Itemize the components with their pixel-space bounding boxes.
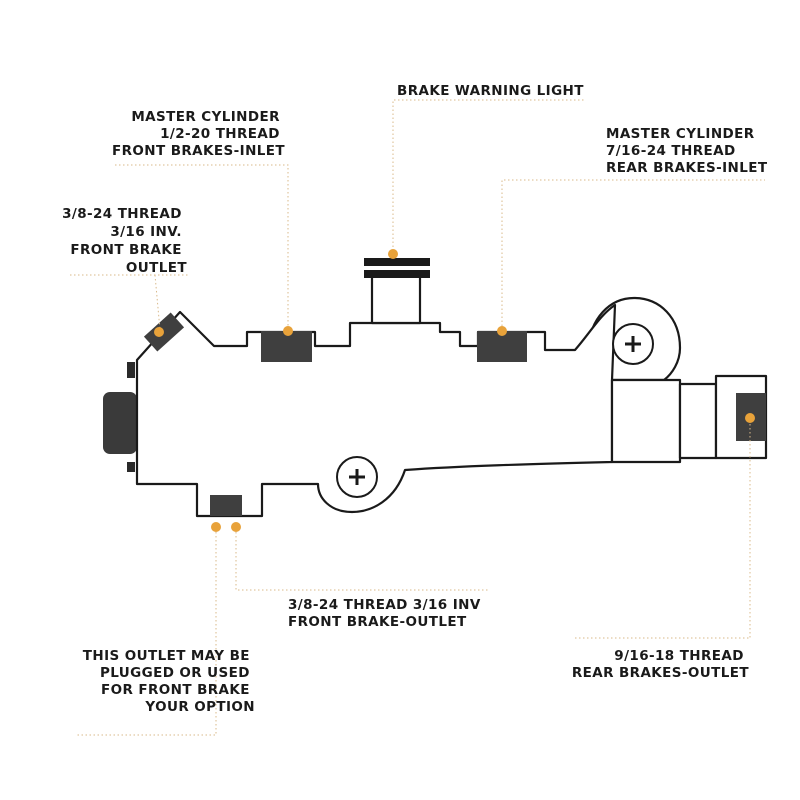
- label-brake-warning-light: BRAKE WARNING LIGHT: [397, 83, 584, 99]
- marker-optional-outlet: [211, 522, 221, 532]
- rear-fitting-body: [610, 378, 682, 464]
- leader-front-outlet-left-b: [154, 274, 161, 331]
- label-master-front: MASTER CYLINDER 1/2-20 THREAD FRONT BRAK…: [112, 109, 285, 159]
- marker-front-outlet-bottom: [231, 522, 241, 532]
- label-front-outlet-bottom: 3/8-24 THREAD 3/16 INV FRONT BRAKE-OUTLE…: [288, 597, 486, 630]
- master-front-inlet-port: [261, 331, 312, 362]
- left-end-nub-top: [127, 362, 135, 378]
- rear-fitting-collar: [678, 382, 718, 460]
- leader-master-front: [115, 164, 289, 330]
- front-outlet-bottom-port: [210, 495, 242, 516]
- label-optional-outlet: THIS OUTLET MAY BE PLUGGED OR USED FOR F…: [83, 648, 255, 715]
- warning-switch-cap-top: [364, 258, 430, 266]
- plus-screw-icon: [336, 456, 378, 498]
- warning-switch-cap-bottom: [364, 270, 430, 278]
- leader-front-outlet-bottom: [235, 528, 490, 591]
- leader-optional-outlet: [75, 528, 217, 736]
- master-rear-inlet-port: [477, 331, 527, 362]
- label-rear-outlet: 9/16-18 THREAD REAR BRAKES-OUTLET: [572, 648, 750, 681]
- plus-screw-icon: [612, 323, 654, 365]
- marker-rear-outlet: [745, 413, 755, 423]
- label-master-rear: MASTER CYLINDER 7/16-24 THREAD REAR BRAK…: [606, 126, 768, 176]
- marker-master-front-inlet: [283, 326, 293, 336]
- label-front-outlet-left: 3/8-24 THREAD 3/16 INV. FRONT BRAKE OUTL…: [62, 206, 187, 276]
- marker-brake-warning-light: [388, 249, 398, 259]
- left-end-boot: [103, 392, 137, 454]
- marker-master-rear-inlet: [497, 326, 507, 336]
- leader-master-rear: [501, 179, 765, 330]
- warning-switch-stem: [370, 272, 422, 325]
- leader-brake-warning-light: [392, 99, 585, 255]
- marker-front-outlet-left: [154, 327, 164, 337]
- left-end-nub-bottom: [127, 462, 135, 472]
